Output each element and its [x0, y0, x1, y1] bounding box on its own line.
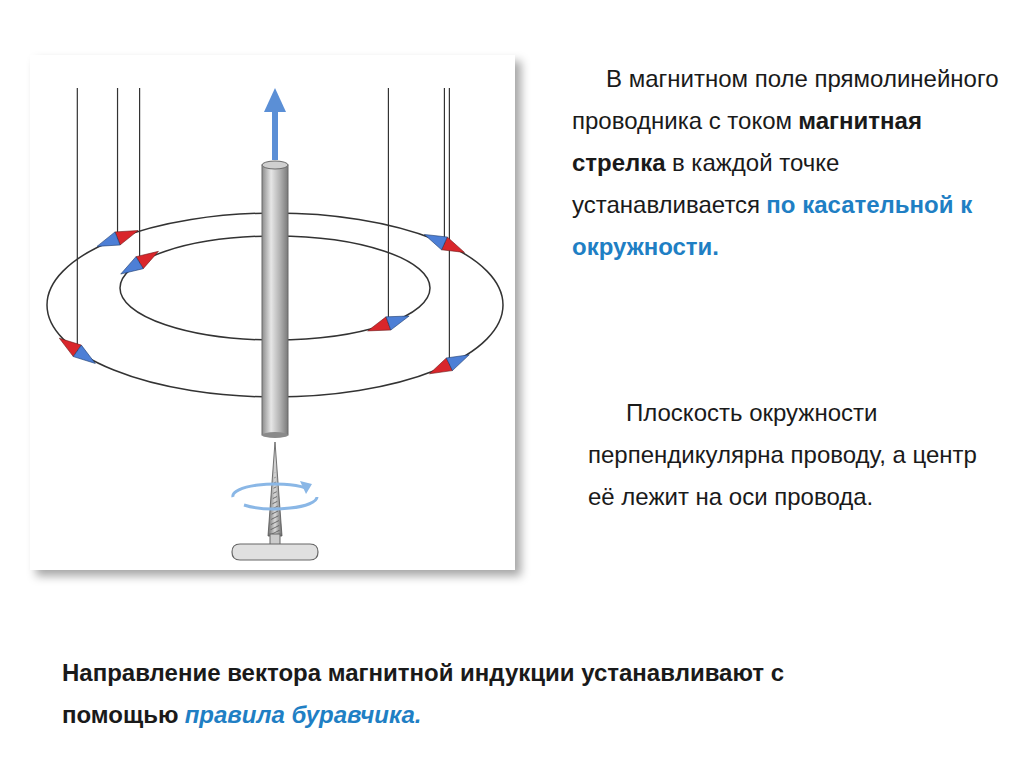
needle-south [424, 234, 447, 249]
needle-south [446, 355, 469, 371]
thread [77, 88, 78, 348]
thread [388, 88, 389, 320]
rotation-arrowhead [300, 481, 312, 494]
thread [449, 88, 450, 361]
conductor [262, 165, 288, 435]
magnetic-needle [59, 338, 95, 363]
statement: В магнитном поле прямолинейного проводни… [572, 58, 1012, 268]
gimlet-thread [270, 470, 280, 536]
plane-note: Плоскость окружности перпендикулярна про… [588, 392, 1008, 518]
magnetic-needle [430, 355, 470, 374]
picture-frame [30, 55, 515, 570]
rotation-arrow [233, 484, 306, 497]
current-arrow [272, 108, 278, 160]
needle-south [97, 232, 120, 246]
text: Плоскость окружности перпендикулярна про… [588, 399, 977, 510]
conductor-end [262, 432, 288, 438]
thread [444, 88, 445, 240]
current-arrowhead [264, 88, 286, 112]
magnetic-needle [97, 231, 138, 247]
conductor-top [262, 161, 288, 169]
needle-south [386, 316, 409, 330]
text: В магнитном поле прямолинейного проводни… [572, 65, 999, 134]
needle-south [121, 257, 143, 274]
magnetic-needle [121, 251, 159, 274]
rotation-arrow-front [244, 497, 317, 509]
thread [117, 88, 118, 235]
needle-south [73, 345, 95, 363]
rule-note: Направление вектора магнитной индукции у… [62, 652, 1002, 736]
text: правила буравчика. [185, 701, 422, 728]
magnetic-needle [424, 234, 464, 252]
thread [139, 88, 140, 260]
text: Направление вектора магнитной индукции у… [62, 659, 784, 728]
magnetic-needle [368, 316, 409, 331]
gimlet-handle [232, 544, 318, 560]
gimlet-spike [268, 442, 282, 536]
